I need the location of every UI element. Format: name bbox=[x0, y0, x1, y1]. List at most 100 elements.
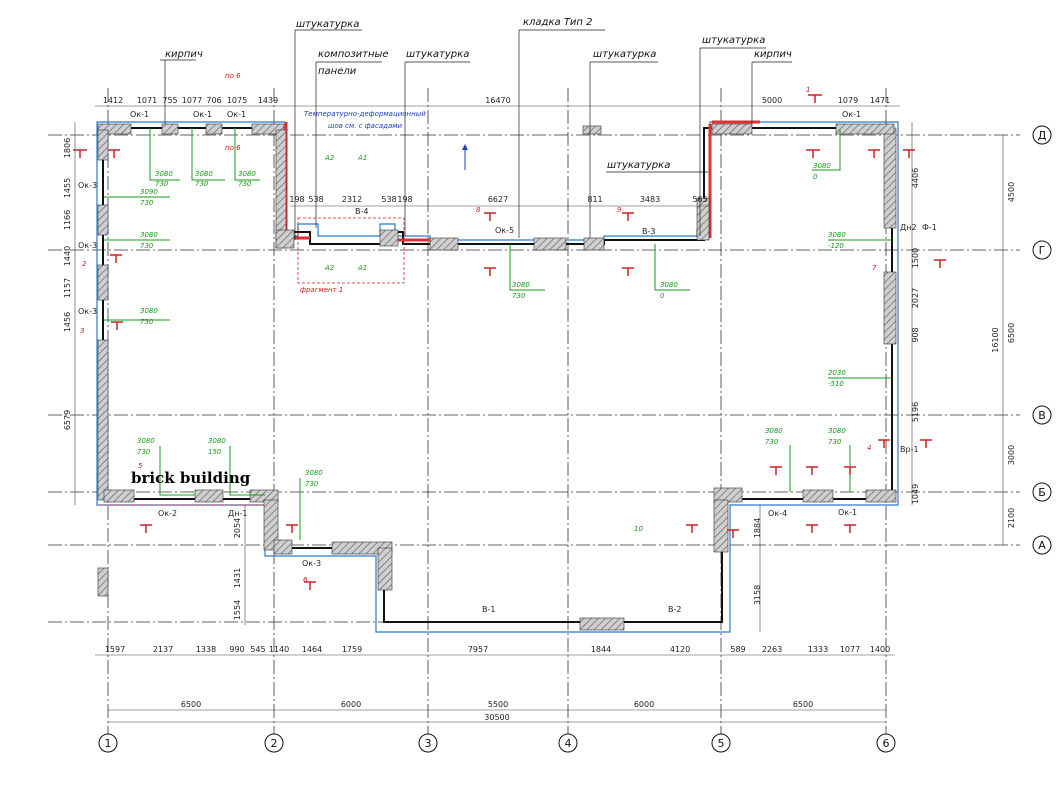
svg-text:1140: 1140 bbox=[269, 645, 289, 654]
opening-vr1: Вр-1 bbox=[900, 445, 919, 454]
svg-text:6579: 6579 bbox=[63, 410, 72, 430]
svg-text:5: 5 bbox=[138, 462, 143, 470]
axis-label-d: Д bbox=[1038, 129, 1047, 142]
svg-text:1439: 1439 bbox=[258, 96, 278, 105]
opening-ok1-e: Ок-1 bbox=[838, 508, 857, 517]
opening-ok5: Ок-5 bbox=[495, 226, 514, 235]
svg-text:1455: 1455 bbox=[63, 178, 72, 198]
axis-bubbles bbox=[98, 125, 1052, 753]
svg-text:538: 538 bbox=[381, 195, 396, 204]
svg-text:3080: 3080 bbox=[140, 307, 158, 315]
svg-text:3080: 3080 bbox=[238, 170, 256, 178]
right-dimension-texts: 4406 1500 2027 908 5196 1049 bbox=[911, 168, 920, 504]
callout-plaster-5: штукатурка bbox=[607, 160, 670, 171]
svg-text:A1: A1 bbox=[357, 264, 367, 272]
svg-text:1844: 1844 bbox=[591, 645, 611, 654]
svg-text:3080: 3080 bbox=[828, 427, 846, 435]
svg-text:A2: A2 bbox=[324, 154, 335, 162]
svg-text:730: 730 bbox=[512, 292, 526, 300]
opening-ok3-a: Ок-3 bbox=[78, 181, 97, 190]
callout-joint-2: шов см. с фасадами bbox=[328, 122, 403, 130]
svg-text:5000: 5000 bbox=[762, 96, 782, 105]
svg-text:1338: 1338 bbox=[196, 645, 216, 654]
svg-text:1471: 1471 bbox=[870, 96, 890, 105]
svg-text:2: 2 bbox=[82, 260, 87, 268]
svg-text:3080: 3080 bbox=[208, 437, 226, 445]
svg-text:1077: 1077 bbox=[182, 96, 202, 105]
axis-label-2: 2 bbox=[271, 737, 278, 750]
svg-text:990: 990 bbox=[229, 645, 244, 654]
svg-text:706: 706 bbox=[206, 96, 221, 105]
callout-plaster-2: штукатурка bbox=[406, 49, 469, 60]
svg-text:3080: 3080 bbox=[813, 162, 831, 170]
svg-text:7957: 7957 bbox=[468, 645, 488, 654]
opening-dn2: Дн2 bbox=[900, 223, 917, 232]
opening-ok1-d: Ок-1 bbox=[842, 110, 861, 119]
svg-text:9: 9 bbox=[617, 206, 622, 214]
svg-text:1431: 1431 bbox=[233, 568, 242, 588]
svg-text:-510: -510 bbox=[828, 380, 844, 388]
svg-text:2263: 2263 bbox=[762, 645, 782, 654]
svg-text:2030: 2030 bbox=[828, 369, 846, 377]
svg-text:1077: 1077 bbox=[840, 645, 860, 654]
opening-ok4: Ок-4 bbox=[768, 509, 787, 518]
callout-composite-1: композитные bbox=[318, 49, 389, 60]
axis-label-v: В bbox=[1038, 409, 1046, 422]
callout-po6-a: по 6 bbox=[225, 72, 241, 80]
svg-text:2027: 2027 bbox=[911, 288, 920, 308]
svg-text:6500: 6500 bbox=[1007, 323, 1016, 343]
svg-text:2312: 2312 bbox=[342, 195, 362, 204]
svg-text:198: 198 bbox=[397, 195, 412, 204]
svg-text:1464: 1464 bbox=[302, 645, 322, 654]
fragment-box bbox=[297, 217, 405, 284]
svg-text:1412: 1412 bbox=[103, 96, 123, 105]
svg-text:1157: 1157 bbox=[63, 278, 72, 298]
svg-text:1071: 1071 bbox=[137, 96, 157, 105]
svg-text:3080: 3080 bbox=[305, 469, 323, 477]
opening-v4: В-4 bbox=[355, 207, 368, 216]
callout-joint-1: Температурно-деформационный bbox=[304, 110, 426, 118]
svg-text:1075: 1075 bbox=[227, 96, 247, 105]
svg-text:1400: 1400 bbox=[870, 645, 890, 654]
svg-text:1: 1 bbox=[806, 86, 810, 94]
svg-text:7: 7 bbox=[872, 264, 877, 272]
svg-text:2054: 2054 bbox=[233, 518, 242, 538]
opening-labels: Ок-1 Ок-1 Ок-1 Ок-1 Ок-1 Ок-3 Ок-3 Ок-3 … bbox=[78, 110, 937, 614]
right-axis-dimension-texts: 4500 6500 3000 2100 16100 bbox=[991, 182, 1016, 528]
svg-text:198: 198 bbox=[289, 195, 304, 204]
axis-labels: 1 2 3 4 5 6 Д Г В Б А bbox=[105, 129, 1047, 750]
svg-text:1456: 1456 bbox=[63, 312, 72, 332]
axis-label-6: 6 bbox=[883, 737, 890, 750]
svg-text:811: 811 bbox=[587, 195, 602, 204]
mid-dimension-texts: 198 538 2312 538 198 6627 811 3483 565 bbox=[289, 195, 707, 204]
insulation-line bbox=[96, 121, 899, 633]
opening-ok3-b: Ок-3 bbox=[78, 241, 97, 250]
svg-text:-120: -120 bbox=[828, 242, 844, 250]
opening-ok1-b: Ок-1 bbox=[193, 110, 212, 119]
svg-text:A2: A2 bbox=[324, 264, 335, 272]
svg-text:755: 755 bbox=[162, 96, 177, 105]
svg-text:2100: 2100 bbox=[1007, 508, 1016, 528]
svg-text:730: 730 bbox=[140, 242, 154, 250]
svg-text:A1: A1 bbox=[357, 154, 367, 162]
svg-text:3080: 3080 bbox=[828, 231, 846, 239]
svg-text:4: 4 bbox=[867, 444, 871, 452]
svg-text:4120: 4120 bbox=[670, 645, 690, 654]
svg-text:730: 730 bbox=[765, 438, 779, 446]
leader-lines bbox=[160, 29, 792, 240]
section-marks: A2 A1 A2 A1 10 1 2 3 5 6 7 8 9 4 bbox=[80, 86, 877, 584]
svg-text:1759: 1759 bbox=[342, 645, 362, 654]
svg-text:3080: 3080 bbox=[140, 231, 158, 239]
callout-brick-right: кирпич bbox=[754, 49, 792, 60]
svg-text:2137: 2137 bbox=[153, 645, 173, 654]
section-flags bbox=[73, 94, 946, 590]
svg-text:538: 538 bbox=[308, 195, 323, 204]
opening-v1: В-1 bbox=[482, 605, 495, 614]
callout-plaster-1: штукатурка bbox=[296, 19, 359, 30]
svg-text:730: 730 bbox=[140, 199, 154, 207]
axis-label-5: 5 bbox=[718, 737, 725, 750]
svg-text:1884: 1884 bbox=[753, 518, 762, 538]
wall-piers bbox=[97, 123, 897, 631]
